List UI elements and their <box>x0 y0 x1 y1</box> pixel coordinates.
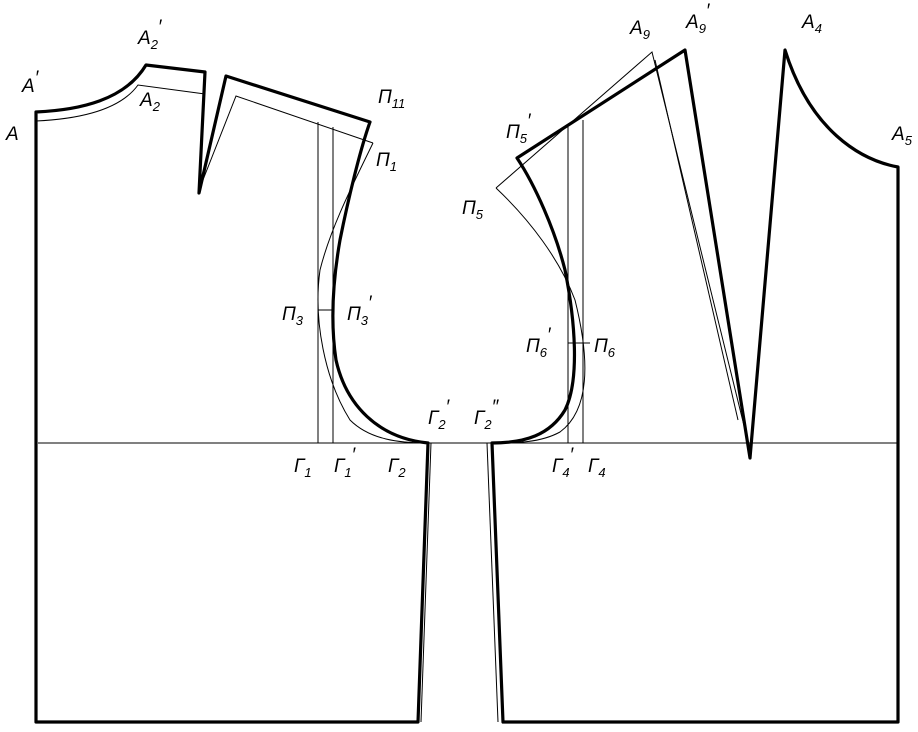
label-G1: Г1 <box>294 456 312 480</box>
back-neck-original <box>35 84 206 122</box>
front-shoulder-original <box>495 51 751 451</box>
label-A4: A4 <box>801 12 822 36</box>
back-outline <box>34 63 430 724</box>
label-P5: П5 <box>462 198 484 222</box>
label-A1p: A′ <box>21 68 40 97</box>
label-P6p: П6′ <box>526 325 552 360</box>
label-G4: Г4 <box>588 456 606 480</box>
label-A9p: A9′ <box>685 1 711 36</box>
label-A: A <box>5 124 19 145</box>
label-G1p: Г1′ <box>334 445 357 480</box>
front-dart-inner <box>654 59 739 421</box>
back-armhole-original <box>317 142 429 444</box>
label-G4p: Г4′ <box>552 445 575 480</box>
back-shoulder-original <box>198 95 374 191</box>
back-side-seam-thin <box>420 442 432 723</box>
label-A5: A5 <box>891 124 913 148</box>
label-P3: П3 <box>282 304 304 328</box>
label-P11: П11 <box>378 87 405 111</box>
label-A2p: A2′ <box>137 17 163 52</box>
label-P1: П1 <box>376 150 397 174</box>
label-G2pp: Г2″ <box>474 397 500 432</box>
label-P3p: П3′ <box>347 293 373 328</box>
label-P6: П6 <box>594 336 616 360</box>
label-G2p: Г2′ <box>428 397 451 432</box>
label-P5p: П5′ <box>506 111 532 146</box>
front-armhole-original <box>491 187 586 444</box>
label-A2: A2 <box>139 90 161 114</box>
label-G2: Г2 <box>388 456 406 480</box>
front-outline <box>490 48 900 724</box>
label-A9: A9 <box>629 18 650 42</box>
front-side-seam-thin <box>486 442 499 723</box>
